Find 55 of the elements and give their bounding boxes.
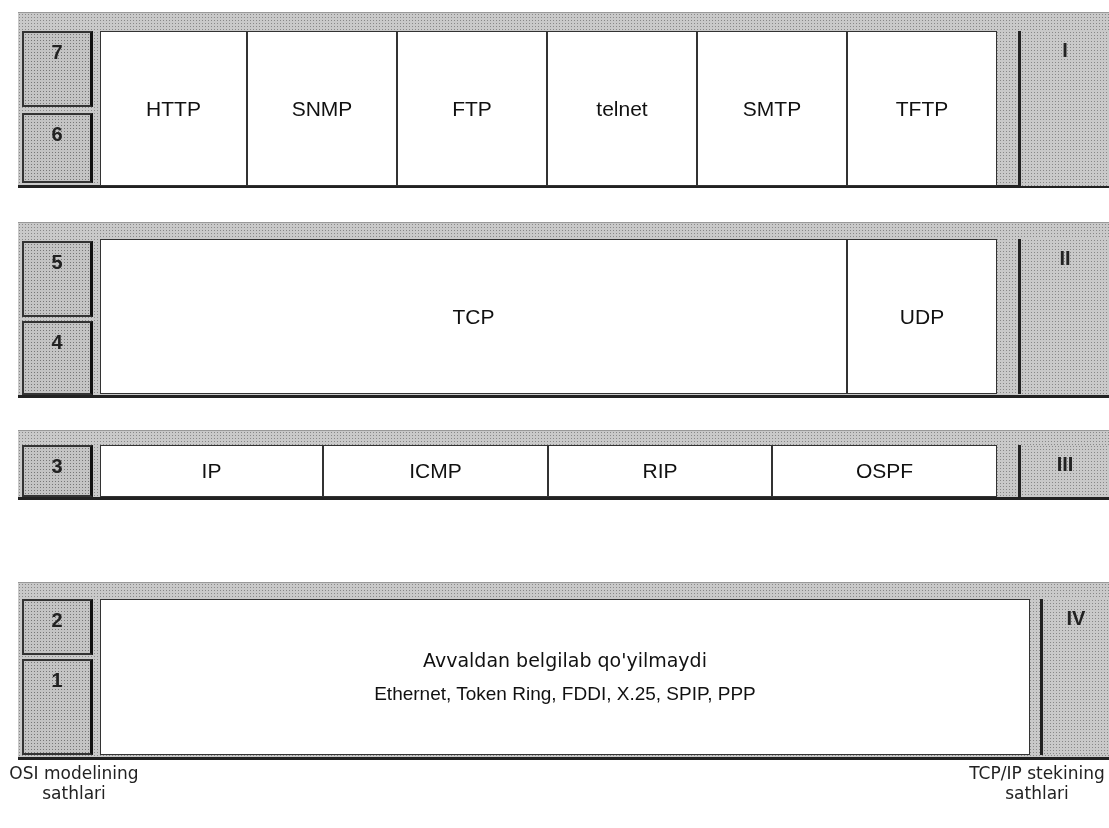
protocol-box xyxy=(100,239,847,394)
layer-band xyxy=(18,12,1109,188)
layer-band xyxy=(18,430,1109,500)
layer-number: II xyxy=(1059,247,1071,270)
tcpip-layer-box xyxy=(1040,599,1109,755)
protocol-box xyxy=(100,445,323,497)
note-text: Avvaldan belgilab qo'yilmaydi xyxy=(423,649,707,671)
protocol-box xyxy=(772,445,997,497)
protocol-label: OSPF xyxy=(855,459,914,483)
protocol-label: RIP xyxy=(642,459,678,483)
protocol-box xyxy=(247,31,397,186)
osi-layer-box xyxy=(22,599,93,655)
protocol-box xyxy=(323,445,548,497)
tcpip-layer-box xyxy=(1018,31,1109,186)
protocol-box xyxy=(847,239,997,394)
osi-layer-box xyxy=(22,445,93,497)
protocol-box xyxy=(100,31,247,186)
layer-number: 6 xyxy=(51,123,63,146)
protocol-label: SNMP xyxy=(291,96,353,121)
protocol-box xyxy=(547,31,697,186)
protocol-box xyxy=(100,599,1030,755)
tcpip-layer-box xyxy=(1018,445,1109,497)
protocol-box xyxy=(847,31,997,186)
axis-caption: OSI modelining sathlari xyxy=(8,763,140,803)
layer-number: 7 xyxy=(51,41,63,64)
protocol-label: FTP xyxy=(452,96,492,121)
layer-band xyxy=(18,222,1109,398)
layer-number: IV xyxy=(1066,607,1086,630)
protocol-label: TCP xyxy=(452,304,495,329)
layer-band xyxy=(18,582,1109,760)
layer-number: I xyxy=(1062,39,1068,62)
protocol-label: TFTP xyxy=(895,96,949,121)
osi-layer-box xyxy=(22,321,93,395)
protocol-label: telnet xyxy=(596,96,648,121)
osi-layer-box xyxy=(22,659,93,755)
protocol-list: Ethernet, Token Ring, FDDI, X.25, SPIP, PPP xyxy=(374,683,756,705)
osi-layer-box xyxy=(22,113,93,183)
protocol-box xyxy=(548,445,772,497)
protocol-box xyxy=(397,31,547,186)
axis-caption: TCP/IP stekining sathlari xyxy=(968,763,1106,803)
layer-number: 2 xyxy=(51,609,63,632)
tcpip-layer-box xyxy=(1018,239,1109,394)
layer-number: III xyxy=(1056,453,1074,476)
protocol-label: IP xyxy=(201,459,222,483)
protocol-label: UDP xyxy=(899,304,945,329)
protocol-label: HTTP xyxy=(146,96,201,121)
layer-number: 1 xyxy=(51,669,63,692)
layer-number: 3 xyxy=(51,455,63,478)
layer-number: 4 xyxy=(51,331,63,354)
protocol-box xyxy=(697,31,847,186)
osi-layer-box xyxy=(22,31,93,107)
protocol-label: SMTP xyxy=(742,96,802,121)
layer-number: 5 xyxy=(51,251,63,274)
protocol-label: ICMP xyxy=(409,459,462,483)
osi-layer-box xyxy=(22,241,93,317)
